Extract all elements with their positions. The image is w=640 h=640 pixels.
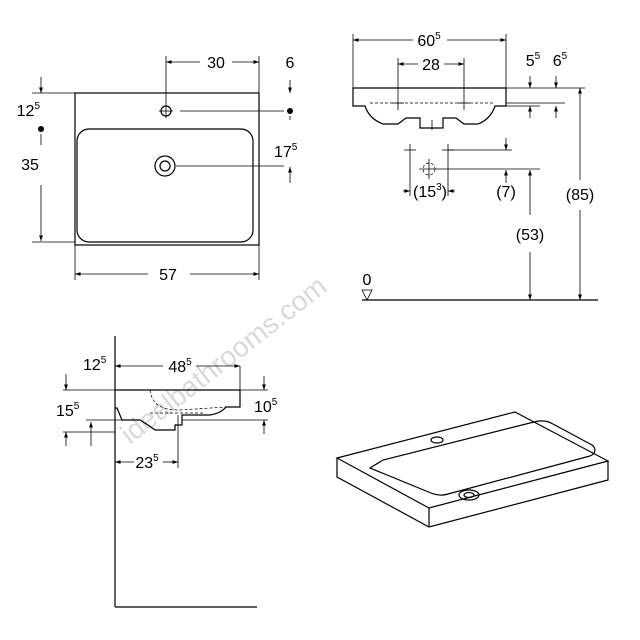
isometric-view — [335, 411, 610, 528]
dim-sec-23-5: 235 — [135, 453, 159, 472]
dim-12-5: 125 — [17, 101, 41, 120]
dim-sec-10-5: 105 — [254, 397, 278, 416]
dim-sec-12-5: 125 — [83, 355, 107, 374]
dim-6: 6 — [286, 55, 295, 72]
dim-30: 30 — [207, 55, 225, 72]
dim-60-5: 605 — [417, 31, 441, 50]
basin-outline — [74, 92, 260, 246]
dim-0: 0 — [363, 272, 372, 289]
basin-iso-bowl — [368, 420, 596, 496]
iso-waste-icon — [458, 489, 480, 501]
dim-15-3: (153) — [413, 182, 447, 201]
dim-35: 35 — [21, 157, 39, 174]
dim-57: 57 — [159, 267, 177, 284]
dim-sec-48-5: 485 — [168, 357, 192, 376]
dim-6-5: 65 — [553, 51, 568, 70]
dim-7: (7) — [496, 184, 516, 201]
basin-side-profile — [352, 87, 507, 129]
bowl-outline — [76, 128, 254, 243]
dim-85: (85) — [566, 187, 594, 204]
dim-5-5: 55 — [526, 51, 541, 70]
waste-outlet-icon — [154, 155, 176, 177]
section-view: 125 485 155 105 235 — [56, 336, 278, 608]
watermark: idealbathrooms.com — [115, 270, 333, 450]
dim-53: (53) — [516, 227, 544, 244]
dim-17-5: 175 — [274, 142, 298, 161]
side-view: 605 28 55 65 (153) (7) — [352, 31, 598, 301]
top-view: 30 6 125 35 175 57 — [17, 55, 298, 284]
dim-28: 28 — [422, 57, 440, 74]
iso-tap-hole-icon — [430, 436, 444, 444]
dim-sec-15-5: 155 — [56, 401, 80, 420]
